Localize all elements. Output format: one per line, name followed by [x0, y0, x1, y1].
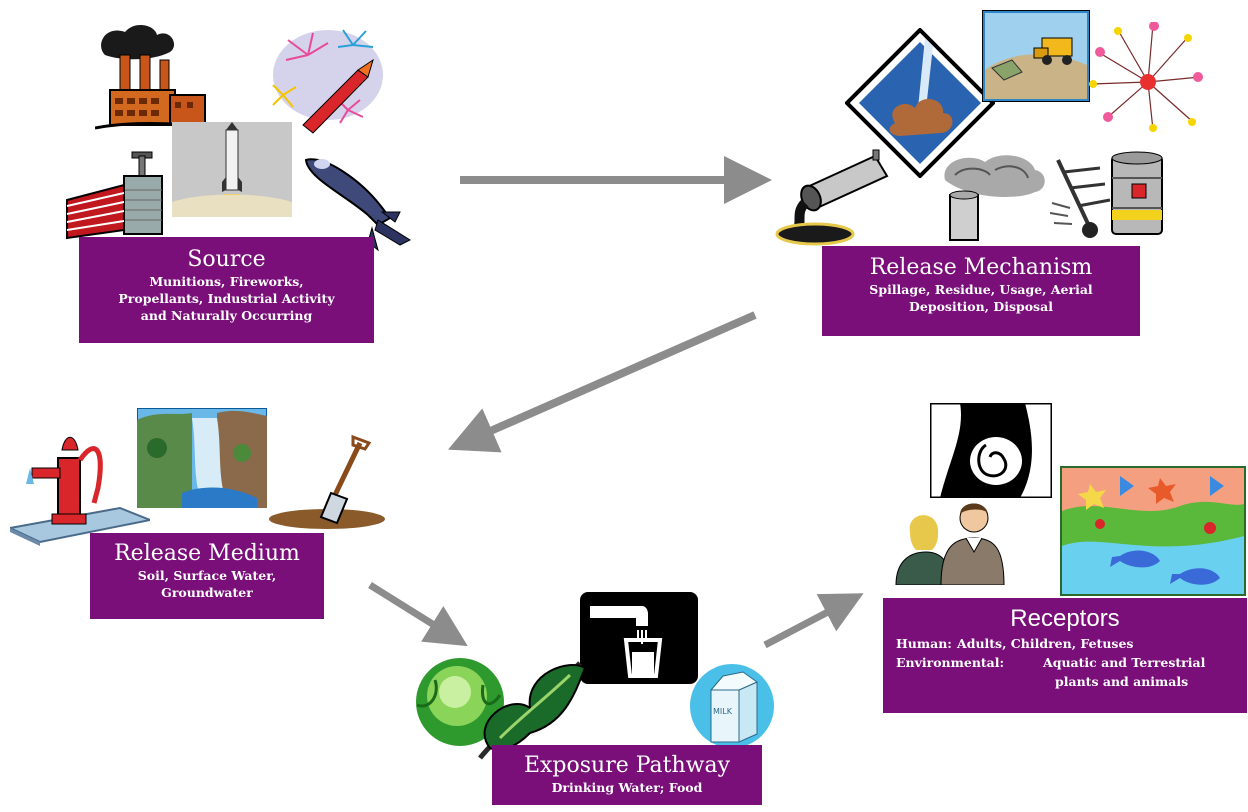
landfill-icon: [982, 10, 1090, 102]
shovel-icon: [269, 435, 385, 529]
source-title: Source: [187, 247, 266, 272]
source-box: Source Munitions, Fireworks, Propellants…: [79, 237, 374, 343]
receptors-human-label: Human:: [896, 636, 952, 651]
receptors-box: Receptors Human: Adults, Children, Fetus…: [883, 598, 1247, 713]
drum-dolly-icon: [1050, 151, 1163, 238]
milk-label: MILK: [713, 707, 733, 716]
people-icon: [895, 503, 1005, 585]
release-mechanism-description-line-2: Deposition, Disposal: [909, 299, 1053, 314]
release-mechanism-title: Release Mechanism: [869, 255, 1093, 280]
arrow-pathway-to-receptors: [763, 593, 864, 649]
missile-icon: [304, 158, 412, 252]
exposure-pathway-box: Exposure Pathway Drinking Water; Food: [492, 745, 762, 805]
release-medium-title: Release Medium: [114, 541, 300, 566]
receptors-environmental-value-2: plants and animals: [1055, 674, 1189, 689]
exposure-pathway-title: Exposure Pathway: [523, 753, 731, 778]
water-pump-icon: [10, 436, 150, 546]
arrow-mechanism-to-medium: [448, 311, 757, 453]
release-medium-box: Release Medium Soil, Surface Water, Grou…: [90, 533, 324, 619]
spill-pipe-icon: [775, 149, 889, 246]
waterfall-icon: [137, 408, 267, 508]
release-medium-description-line-1: Soil, Surface Water,: [137, 568, 277, 583]
smoking-can-icon: [944, 155, 1045, 241]
burst-icon: [1089, 22, 1203, 132]
exposure-pathway-description-line-1: Drinking Water; Food: [551, 780, 703, 795]
rocket-launch-icon: [172, 122, 292, 217]
fireworks-icon: [272, 29, 383, 134]
faucet-icon: [580, 592, 698, 684]
fetus-icon: [930, 403, 1052, 498]
chard-icon: [478, 661, 587, 760]
receptors-human-value: Adults, Children, Fetuses: [957, 636, 1134, 651]
arrow-medium-to-pathway: [368, 582, 468, 647]
source-description-line-1: Munitions, Fireworks,: [149, 274, 304, 289]
source-description-line-3: and Naturally Occurring: [140, 308, 313, 323]
receptors-title: Receptors: [1010, 605, 1120, 632]
factory-icon: [95, 24, 208, 130]
receptors-environmental-label: Environmental:: [896, 655, 1005, 670]
release-medium-description-line-2: Groundwater: [161, 585, 253, 600]
release-mechanism-box: Release Mechanism Spillage, Residue, Usa…: [822, 246, 1140, 336]
ecosystem-icon: [1060, 466, 1246, 596]
lettuce-icon: [416, 658, 504, 746]
source-description-line-2: Propellants, Industrial Activity: [118, 291, 335, 306]
receptors-environmental-value: Aquatic and Terrestrial: [1043, 655, 1206, 670]
release-mechanism-description-line-1: Spillage, Residue, Usage, Aerial: [869, 282, 1093, 297]
milk-carton-icon: MILK: [690, 664, 774, 748]
explosion-icon: [845, 28, 995, 178]
detonator-icon: [66, 151, 163, 240]
